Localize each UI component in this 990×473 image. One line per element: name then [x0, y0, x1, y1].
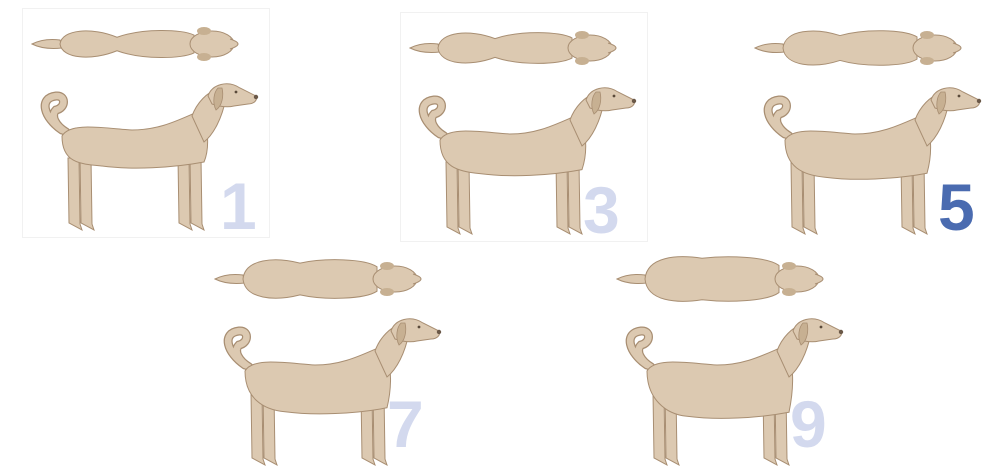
top-view-snout	[953, 43, 961, 53]
top-view-ear	[380, 262, 394, 270]
top-view-body	[60, 30, 194, 57]
body-condition-panel-9: 9	[607, 243, 857, 473]
top-view-tail	[410, 44, 440, 53]
top-view-body	[645, 257, 779, 302]
top-view-ear	[197, 53, 211, 61]
top-view-ear	[197, 27, 211, 35]
side-view-nose	[437, 330, 441, 334]
side-view-eye	[613, 95, 616, 98]
side-view-tail-fill	[630, 331, 651, 367]
top-view-snout	[230, 39, 238, 49]
side-view-nose	[839, 330, 843, 334]
top-view-ear	[920, 31, 934, 39]
top-view-head	[568, 35, 612, 61]
top-view-tail	[617, 275, 647, 284]
top-view-ear	[575, 57, 589, 65]
top-view-snout	[413, 274, 421, 284]
top-view-ear	[575, 31, 589, 39]
body-condition-panel-7: 7	[205, 243, 455, 473]
top-view-dog	[410, 31, 616, 65]
top-view-body	[438, 33, 572, 64]
side-view-eye	[235, 91, 238, 94]
side-view-eye	[820, 326, 823, 329]
body-condition-panel-3: 3	[400, 12, 650, 242]
top-view-dog	[617, 257, 823, 302]
top-view-head	[775, 266, 819, 292]
side-view-tail-fill	[768, 100, 789, 136]
front-leg	[568, 162, 582, 234]
side-view-eye	[418, 326, 421, 329]
top-view-tail	[215, 275, 245, 284]
back-leg	[80, 158, 94, 230]
body-condition-panel-1: 1	[22, 8, 272, 238]
top-view-tail	[755, 44, 785, 53]
side-view-torso	[62, 110, 208, 168]
top-view-head	[373, 266, 417, 292]
side-view-torso	[245, 345, 391, 414]
side-view-nose	[632, 99, 636, 103]
top-view-dog	[755, 31, 961, 66]
score-label: 1	[220, 173, 257, 239]
top-view-dog	[215, 260, 421, 299]
top-view-head	[190, 31, 234, 57]
side-view-tail-fill	[423, 100, 444, 136]
side-view-torso	[647, 345, 793, 418]
top-view-head	[913, 35, 957, 61]
top-view-snout	[815, 274, 823, 284]
side-view-tail-fill	[45, 96, 66, 132]
front-leg	[190, 158, 204, 230]
score-label: 5	[938, 174, 975, 240]
side-view-eye	[958, 95, 961, 98]
side-view-tail-fill	[228, 331, 249, 367]
side-view-nose	[977, 99, 981, 103]
score-label: 9	[790, 391, 827, 457]
top-view-body	[783, 31, 917, 66]
top-view-ear	[380, 288, 394, 296]
top-view-ear	[782, 288, 796, 296]
side-view-nose	[254, 95, 258, 99]
score-label: 7	[387, 391, 424, 457]
top-view-body	[243, 260, 377, 299]
score-label: 3	[583, 177, 620, 243]
top-view-dog	[32, 27, 238, 61]
top-view-tail	[32, 40, 62, 49]
top-view-ear	[782, 262, 796, 270]
top-view-snout	[608, 43, 616, 53]
side-view-torso	[440, 114, 586, 176]
top-view-ear	[920, 57, 934, 65]
body-condition-panel-5: 5	[745, 12, 990, 242]
side-view-torso	[785, 114, 931, 179]
